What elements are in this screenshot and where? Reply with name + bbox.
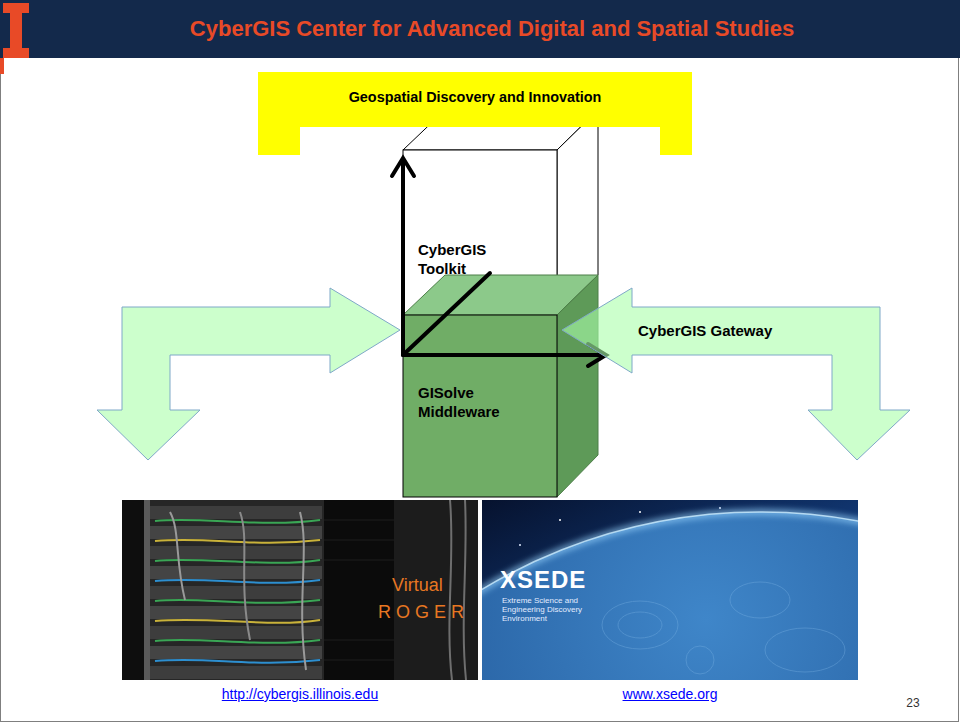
shape-fill — [562, 288, 910, 460]
url-link: www.xsede.org — [570, 686, 770, 702]
url-link: http://cybergis.illinois.edu — [150, 686, 450, 702]
label-anchor: www.xsede.org — [570, 686, 770, 702]
label-anchor: R O G E R — [378, 602, 474, 623]
shape-outline — [557, 285, 910, 461]
toolkit-box: CyberGIS Toolkit — [403, 150, 557, 315]
node-text: Geospatial Discovery and Innovation — [258, 88, 692, 106]
node-text: CyberGIS Toolkit — [418, 241, 518, 279]
label-anchor: Extreme Science and Engineering Discover… — [502, 596, 614, 624]
overlay-text: Virtual — [392, 575, 472, 596]
middleware-box: GISolve Middleware — [403, 315, 557, 497]
label-anchor: XSEDE — [500, 566, 610, 594]
logo-text: XSEDE — [500, 566, 610, 594]
label-anchor: Virtual — [392, 575, 472, 596]
gateway-arrow: CyberGIS Gateway — [557, 285, 910, 461]
title-anchor: CyberGIS Center for Advanced Digital and… — [32, 0, 952, 58]
goal-bracket: Geospatial Discovery and Innovation — [258, 72, 692, 155]
shape-outline — [258, 72, 692, 155]
node-text: GISolve Middleware — [418, 384, 518, 422]
overlay-text: R O G E R — [378, 602, 474, 623]
slide-title: CyberGIS Center for Advanced Digital and… — [32, 16, 952, 42]
shape-fill — [258, 72, 692, 155]
page-number: 23 — [896, 696, 930, 710]
node-text: CyberGIS Gateway — [638, 322, 828, 341]
logo-subtitle: Extreme Science and Engineering Discover… — [502, 596, 614, 624]
label-anchor: 23 — [896, 696, 930, 710]
label-anchor: http://cybergis.illinois.edu — [150, 686, 450, 702]
